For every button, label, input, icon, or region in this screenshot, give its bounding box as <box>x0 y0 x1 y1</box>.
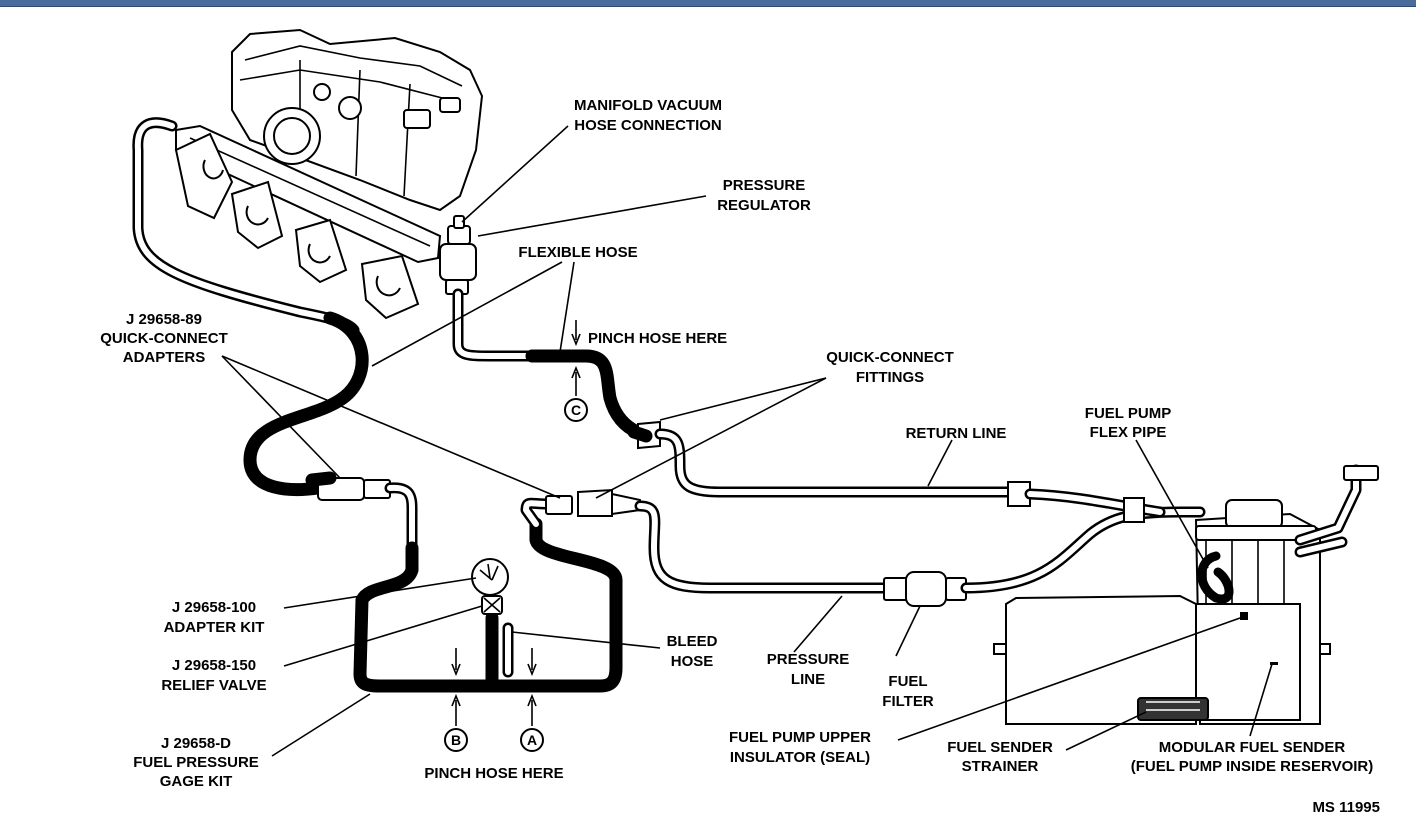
svg-text:STRAINER: STRAINER <box>962 758 1039 775</box>
svg-text:PINCH HOSE HERE: PINCH HOSE HERE <box>588 330 727 347</box>
svg-text:HOSE CONNECTION: HOSE CONNECTION <box>574 117 722 134</box>
label-gage-kit: J 29658-D FUEL PRESSURE GAGE KIT <box>133 735 259 790</box>
svg-text:ADAPTERS: ADAPTERS <box>123 349 206 366</box>
fuel-sender-strainer <box>1137 697 1209 721</box>
fuel-tank-sender <box>993 464 1379 725</box>
svg-text:MANIFOLD VACUUM: MANIFOLD VACUUM <box>574 97 722 114</box>
marker-a: A <box>520 728 544 752</box>
pinch-arrows <box>451 320 581 726</box>
right-quick-connect-adapter <box>545 495 573 515</box>
svg-text:QUICK-CONNECT: QUICK-CONNECT <box>826 349 954 366</box>
label-bleed-hose: BLEED HOSE <box>667 633 718 670</box>
label-pinch-hose-ab: PINCH HOSE HERE <box>424 765 563 782</box>
label-manifold-vacuum: MANIFOLD VACUUM HOSE CONNECTION <box>574 97 722 134</box>
svg-text:FUEL SENDER: FUEL SENDER <box>947 739 1053 756</box>
svg-text:FILTER: FILTER <box>882 693 934 710</box>
label-pinch-hose-c: PINCH HOSE HERE <box>588 330 727 347</box>
label-quick-connect-fittings: QUICK-CONNECT FITTINGS <box>826 349 954 386</box>
marker-b-text: B <box>451 732 461 748</box>
svg-text:FUEL PRESSURE: FUEL PRESSURE <box>133 754 259 771</box>
svg-text:QUICK-CONNECT: QUICK-CONNECT <box>100 330 228 347</box>
svg-text:FLEX PIPE: FLEX PIPE <box>1090 424 1167 441</box>
label-relief-valve: J 29658-150 RELIEF VALVE <box>161 657 266 694</box>
label-pressure-line: PRESSURE LINE <box>767 651 850 688</box>
svg-text:GAGE KIT: GAGE KIT <box>160 773 233 790</box>
svg-text:FUEL PUMP: FUEL PUMP <box>1085 405 1171 422</box>
svg-text:MODULAR FUEL SENDER: MODULAR FUEL SENDER <box>1159 739 1346 756</box>
svg-text:PINCH HOSE HERE: PINCH HOSE HERE <box>424 765 563 782</box>
label-adapter-kit: J 29658-100 ADAPTER KIT <box>164 599 265 636</box>
svg-text:MS 11995: MS 11995 <box>1312 799 1380 816</box>
marker-b: B <box>444 728 468 752</box>
intake-manifold <box>174 28 484 320</box>
fuel-filter <box>905 571 947 607</box>
marker-c-text: C <box>571 402 581 418</box>
label-pressure-regulator: PRESSURE REGULATOR <box>717 177 811 214</box>
label-quick-connect-adapters: J 29658-89 QUICK-CONNECT ADAPTERS <box>100 311 228 366</box>
label-fuel-filter: FUEL FILTER <box>882 673 934 710</box>
modular-fuel-sender <box>1195 603 1301 721</box>
svg-text:HOSE: HOSE <box>671 653 714 670</box>
svg-text:J 29658-100: J 29658-100 <box>172 599 256 616</box>
svg-text:INSULATOR (SEAL): INSULATOR (SEAL) <box>730 749 870 766</box>
svg-text:J 29658-89: J 29658-89 <box>126 311 202 328</box>
svg-text:FUEL: FUEL <box>888 673 927 690</box>
fuel-lines <box>132 117 1206 693</box>
pressure-gauge <box>471 558 509 615</box>
svg-text:RETURN LINE: RETURN LINE <box>906 425 1007 442</box>
window-top-bar <box>0 0 1416 7</box>
svg-text:ADAPTER KIT: ADAPTER KIT <box>164 619 265 636</box>
label-sender-strainer: FUEL SENDER STRAINER <box>947 739 1053 775</box>
label-modular-sender: MODULAR FUEL SENDER (FUEL PUMP INSIDE RE… <box>1131 739 1374 775</box>
label-return-line: RETURN LINE <box>906 425 1007 442</box>
svg-text:FLEXIBLE HOSE: FLEXIBLE HOSE <box>518 244 637 261</box>
svg-text:FITTINGS: FITTINGS <box>856 369 924 386</box>
svg-text:FUEL PUMP UPPER: FUEL PUMP UPPER <box>729 729 871 746</box>
svg-text:BLEED: BLEED <box>667 633 718 650</box>
svg-text:RELIEF VALVE: RELIEF VALVE <box>161 677 266 694</box>
svg-text:LINE: LINE <box>791 671 825 688</box>
figure-id: MS 11995 <box>1312 799 1380 816</box>
svg-text:PRESSURE: PRESSURE <box>767 651 850 668</box>
svg-text:J 29658-D: J 29658-D <box>161 735 231 752</box>
svg-text:PRESSURE: PRESSURE <box>723 177 806 194</box>
marker-a-text: A <box>527 732 537 748</box>
leader-lines <box>221 125 1273 757</box>
label-fuel-pump-flex-pipe: FUEL PUMP FLEX PIPE <box>1085 405 1171 441</box>
label-flexible-hose: FLEXIBLE HOSE <box>518 244 637 261</box>
svg-text:(FUEL PUMP INSIDE RESERVOIR): (FUEL PUMP INSIDE RESERVOIR) <box>1131 758 1374 775</box>
svg-text:J 29658-150: J 29658-150 <box>172 657 256 674</box>
svg-text:REGULATOR: REGULATOR <box>717 197 811 214</box>
marker-c: C <box>564 398 588 422</box>
label-upper-insulator: FUEL PUMP UPPER INSULATOR (SEAL) <box>729 729 871 766</box>
fuel-pump-upper-insulator <box>1240 612 1248 620</box>
